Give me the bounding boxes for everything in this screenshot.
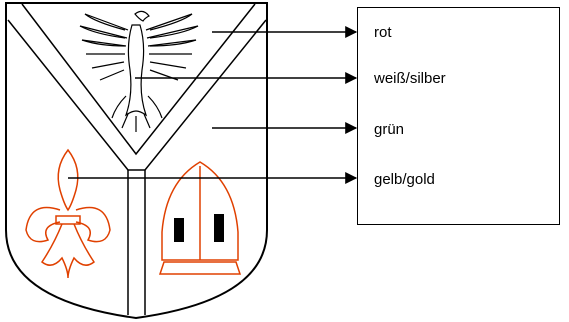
- eagle-emblem: [79, 10, 199, 132]
- shield-outline: [5, 2, 268, 320]
- legend-label-rot: rot: [374, 24, 392, 41]
- mitre-emblem: [158, 161, 242, 275]
- legend-label-gruen: grün: [374, 121, 405, 138]
- upper-field-outer: [7, 19, 267, 171]
- upper-field-frame: [21, 3, 256, 156]
- legend-label-weiss-silber: weiß/silber: [374, 70, 446, 87]
- legend-label-gelb-gold: gelb/gold: [374, 171, 435, 188]
- legend-box: [357, 7, 560, 225]
